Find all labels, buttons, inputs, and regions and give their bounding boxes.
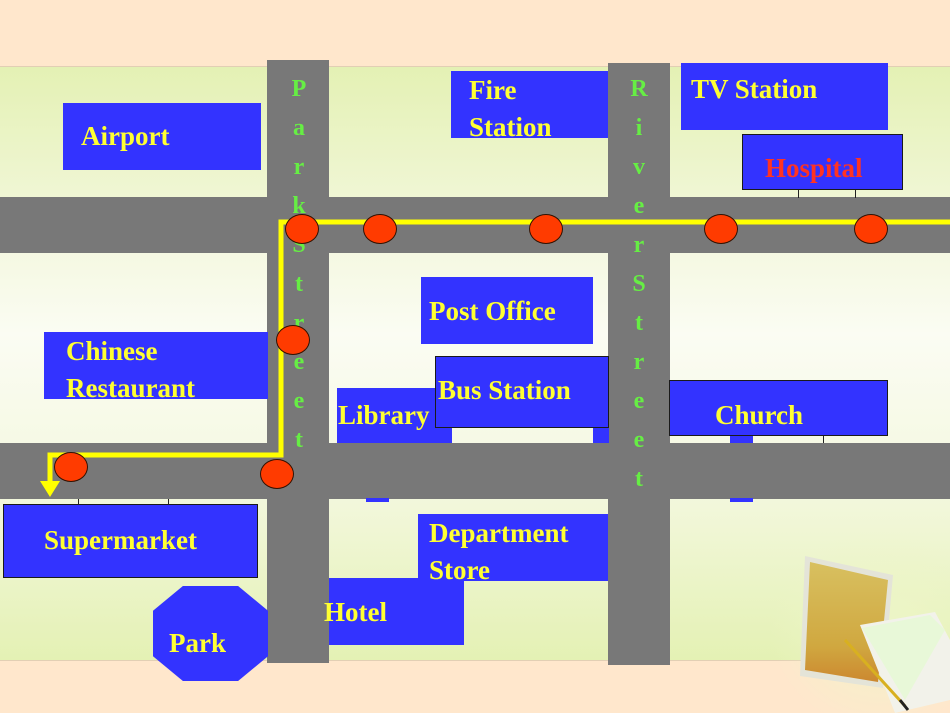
park-street-road (267, 60, 329, 663)
church-annex (730, 436, 753, 443)
department-store-label-line1: Department (429, 518, 569, 548)
library-label: Library (338, 400, 430, 430)
department-store-building[interactable]: Department Store (418, 514, 608, 585)
post-office-label: Post Office (429, 296, 556, 326)
church-marker (730, 498, 753, 502)
park-street-letter: t (295, 427, 303, 453)
post-office-building[interactable]: Post Office (421, 277, 593, 344)
park-street-letter: a (293, 115, 305, 141)
airport-building[interactable]: Airport (63, 103, 261, 170)
park-street-letter: e (293, 349, 305, 375)
river-street-letter: S (632, 271, 646, 297)
lower-road (0, 443, 950, 499)
park-street-letter: t (295, 271, 303, 297)
chinese-restaurant-building[interactable]: Chinese Restaurant (44, 332, 268, 403)
marker-park-street (276, 325, 310, 355)
river-street-road (608, 63, 670, 665)
supermarket-connector-right (168, 499, 169, 505)
hospital-connector-right (855, 190, 856, 198)
route-arrow-icon (40, 481, 60, 497)
supermarket-label: Supermarket (44, 525, 197, 555)
hospital-label: Hospital (765, 153, 863, 183)
church-connector (823, 436, 824, 443)
park-label: Park (169, 628, 226, 658)
bus-station-label: Bus Station (438, 375, 571, 405)
supermarket-building[interactable]: Supermarket (3, 504, 258, 578)
chinese-restaurant-label-line1: Chinese (66, 336, 158, 366)
marker-upper-4 (704, 214, 738, 244)
park-street-letter: e (293, 388, 305, 414)
marker-lower-1 (54, 452, 88, 482)
bus-station-building[interactable]: Bus Station (435, 356, 609, 428)
river-street-letter: i (635, 115, 643, 141)
river-street-letter: e (633, 193, 645, 219)
marker-upper-3 (529, 214, 563, 244)
river-street-letter: e (633, 388, 645, 414)
church-building[interactable]: Church (669, 380, 888, 436)
chinese-restaurant-label-line2: Restaurant (66, 373, 195, 403)
marker-upper-1 (285, 214, 319, 244)
river-street-letter: r (633, 232, 645, 258)
marker-lower-2 (260, 459, 294, 489)
department-store-label-line2: Store (429, 555, 490, 585)
fire-station-building[interactable]: Fire Station (451, 71, 608, 142)
park-building[interactable]: Park (153, 586, 268, 681)
river-street-letter: e (633, 427, 645, 453)
hospital-building[interactable]: Hospital (742, 134, 903, 190)
library-building[interactable]: Library (337, 388, 452, 443)
river-street-letter: v (633, 154, 645, 180)
hotel-label: Hotel (324, 597, 387, 627)
park-street-letter: r (293, 154, 305, 180)
route-line (47, 219, 950, 484)
supermarket-connector-left (78, 499, 79, 505)
park-street-letter: r (293, 310, 305, 336)
marker-upper-2 (363, 214, 397, 244)
bus-station-annex (593, 428, 609, 443)
airport-label: Airport (81, 121, 170, 151)
river-street-letter: r (633, 349, 645, 375)
church-label: Church (715, 400, 804, 430)
marker-upper-5 (854, 214, 888, 244)
river-street-letter: t (635, 466, 643, 492)
library-marker (366, 498, 389, 502)
river-street-letter: R (630, 76, 648, 102)
hospital-connector-left (798, 190, 799, 198)
fire-station-label-line2: Station (469, 112, 552, 142)
fire-station-label-line1: Fire (469, 75, 517, 105)
upper-road (0, 197, 950, 253)
hotel-building[interactable]: Hotel (324, 578, 464, 645)
river-street-letter: t (635, 310, 643, 336)
tv-station-building[interactable]: TV Station (681, 63, 888, 130)
tv-station-label: TV Station (691, 74, 818, 104)
park-street-letter: P (291, 76, 307, 102)
park-street-letter: k (292, 193, 306, 219)
